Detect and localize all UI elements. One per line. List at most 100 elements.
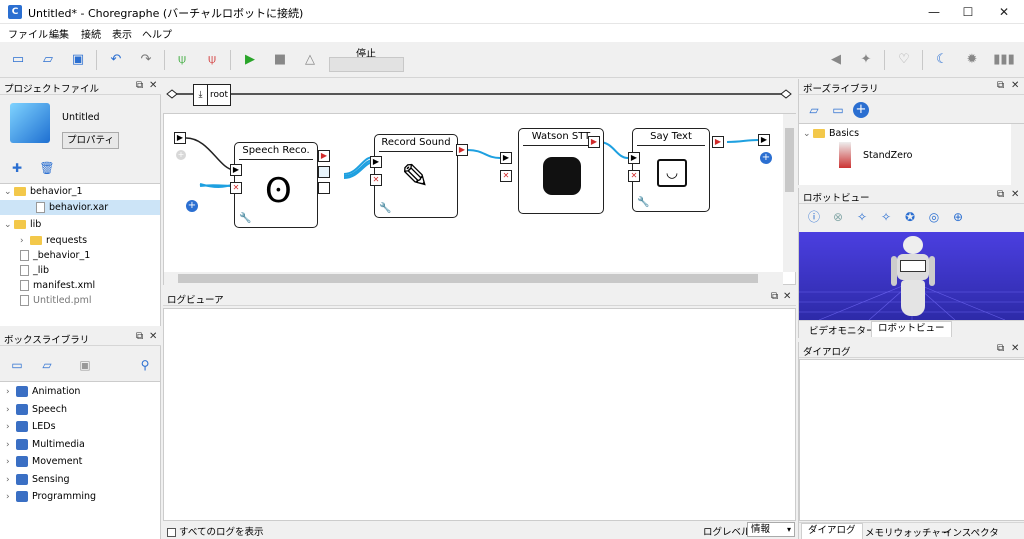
library-item-sensing[interactable]: ›Sensing — [6, 474, 70, 485]
add-output-icon[interactable]: + — [760, 152, 772, 164]
float-icon[interactable]: ⧉ — [136, 80, 144, 91]
undo-icon[interactable]: ↶ — [110, 52, 122, 67]
tab-memory-watcher[interactable]: メモリウォッチャー — [865, 528, 951, 539]
pose-scrollbar[interactable] — [1011, 124, 1024, 186]
close-panel-icon[interactable]: ✕ — [149, 331, 158, 342]
horizontal-scrollbar[interactable] — [164, 272, 783, 285]
save-pose-icon[interactable]: ▭ — [832, 103, 844, 117]
close-panel-icon[interactable]: ✕ — [1011, 189, 1020, 200]
dialog-area[interactable] — [799, 359, 1024, 521]
log-level-select[interactable]: 情報▾ — [747, 522, 795, 537]
tab-robot-view[interactable]: ロボットビュー — [871, 321, 952, 337]
menu-help[interactable]: ヘルプ — [142, 30, 172, 41]
box-say-text[interactable]: Say Text ◡ 🔧 — [632, 128, 710, 212]
stiffness-icon[interactable]: ✦ — [860, 52, 872, 67]
menu-file[interactable]: ファイル — [8, 30, 48, 41]
library-item-leds[interactable]: ›LEDs — [6, 421, 56, 432]
scroll-thumb[interactable] — [178, 274, 758, 283]
heart-icon[interactable]: ♡ — [898, 52, 910, 67]
disconnect-icon[interactable]: ⍦ — [208, 52, 216, 67]
library-item-multimedia[interactable]: ›Multimedia — [6, 439, 85, 450]
input-port-stop[interactable]: ✕ — [230, 182, 242, 194]
close-panel-icon[interactable]: ✕ — [783, 291, 792, 302]
properties-button[interactable]: プロパティ — [62, 132, 119, 149]
vertical-scrollbar[interactable] — [783, 114, 796, 272]
menu-edit[interactable]: 編集 — [49, 30, 69, 41]
tree-item-manifest[interactable]: manifest.xml — [20, 278, 160, 293]
new-library-icon[interactable]: ▭ — [11, 358, 23, 372]
tab-dialog[interactable]: ダイアログ — [801, 523, 863, 539]
library-menu-icon[interactable]: ▣ — [79, 358, 91, 372]
close-panel-icon[interactable]: ✕ — [1011, 80, 1020, 91]
view-mode-icon[interactable]: ✪ — [904, 210, 916, 224]
redo-icon[interactable]: ↷ — [140, 52, 152, 67]
library-item-programming[interactable]: ›Programming — [6, 491, 97, 502]
rest-icon[interactable]: ☾ — [936, 52, 948, 67]
pose-folder-basics[interactable]: ⌄Basics — [803, 128, 860, 139]
tree-item-file[interactable]: _lib — [20, 263, 160, 278]
new-project-icon[interactable]: ▭ — [11, 52, 25, 67]
search-library-icon[interactable]: ⚲ — [140, 358, 150, 372]
view-mode-icon[interactable]: ✧ — [880, 210, 892, 224]
delete-file-icon[interactable]: 🗑 — [39, 161, 55, 175]
tree-item-lib-folder[interactable]: ⌄lib — [4, 219, 42, 230]
float-icon[interactable]: ⧉ — [997, 80, 1005, 91]
output-port[interactable]: ▶ — [712, 136, 724, 148]
tree-item-requests-folder[interactable]: ›requests — [20, 235, 88, 246]
output-port[interactable] — [318, 166, 330, 178]
volume-icon[interactable]: ◀ — [831, 52, 841, 67]
add-input-icon[interactable]: + — [176, 150, 186, 160]
output-port[interactable]: ▶ — [318, 150, 330, 162]
pose-item-standzero[interactable]: StandZero — [863, 150, 913, 161]
float-icon[interactable]: ⧉ — [771, 291, 779, 302]
box-record-sound[interactable]: Record Sound ✎ 🔧 — [374, 134, 458, 218]
input-port-start[interactable]: ▶ — [370, 156, 382, 168]
scroll-thumb[interactable] — [785, 128, 794, 192]
add-pose-icon[interactable]: + — [853, 102, 869, 118]
maximize-button[interactable]: ☐ — [962, 5, 974, 19]
library-item-animation[interactable]: ›Animation — [6, 386, 81, 397]
breadcrumb-root[interactable]: ⤓root — [193, 84, 231, 106]
tab-video-monitor[interactable]: ビデオモニター — [809, 326, 876, 337]
tree-item-file[interactable]: _behavior_1 — [20, 248, 160, 263]
robot-3d-view[interactable] — [799, 232, 1024, 320]
tree-item-behavior-folder[interactable]: ⌄behavior_1 — [4, 186, 83, 197]
float-icon[interactable]: ⧉ — [136, 331, 144, 342]
input-port-stop[interactable]: ✕ — [370, 174, 382, 186]
link-icon[interactable]: ⊗ — [832, 210, 844, 224]
library-item-speech[interactable]: ›Speech — [6, 404, 67, 415]
output-port[interactable]: ▶ — [456, 144, 468, 156]
library-item-movement[interactable]: ›Movement — [6, 456, 83, 467]
on-start-port[interactable]: ▶ — [174, 132, 186, 144]
output-port[interactable]: ▶ — [588, 136, 600, 148]
add-parameter-icon[interactable]: + — [186, 200, 198, 212]
wake-icon[interactable]: ✹ — [966, 52, 978, 67]
menu-view[interactable]: 表示 — [112, 30, 132, 41]
show-all-logs-checkbox[interactable]: すべてのログを表示 — [167, 524, 263, 538]
input-port-stop[interactable]: ✕ — [500, 170, 512, 182]
minimize-button[interactable]: — — [928, 5, 940, 19]
open-library-icon[interactable]: ▱ — [42, 358, 52, 372]
input-port-start[interactable]: ▶ — [628, 152, 640, 164]
stop-icon[interactable]: ■ — [273, 52, 287, 67]
input-port-stop[interactable]: ✕ — [628, 170, 640, 182]
float-icon[interactable]: ⧉ — [997, 343, 1005, 354]
on-stopped-port[interactable]: ▶ — [758, 134, 770, 146]
open-pose-icon[interactable]: ▱ — [809, 103, 819, 117]
close-panel-icon[interactable]: ✕ — [1011, 343, 1020, 354]
zoom-icon[interactable]: ⊕ — [952, 210, 964, 224]
view-mode-icon[interactable]: ✧ — [856, 210, 868, 224]
tree-item-behavior-xar[interactable]: behavior.xar — [0, 200, 160, 215]
info-icon[interactable]: ⓘ — [807, 210, 820, 224]
tab-inspector[interactable]: インスペクタ — [943, 528, 999, 539]
connect-icon[interactable]: ⍦ — [178, 52, 186, 67]
input-port-start[interactable]: ▶ — [230, 164, 242, 176]
close-button[interactable]: ✕ — [998, 5, 1010, 19]
close-panel-icon[interactable]: ✕ — [149, 80, 158, 91]
float-icon[interactable]: ⧉ — [997, 189, 1005, 200]
tree-item-pml[interactable]: Untitled.pml — [20, 293, 160, 308]
open-project-icon[interactable]: ▱ — [43, 52, 53, 67]
camera-icon[interactable]: ◎ — [928, 210, 940, 224]
output-port[interactable] — [318, 182, 330, 194]
input-port-start[interactable]: ▶ — [500, 152, 512, 164]
